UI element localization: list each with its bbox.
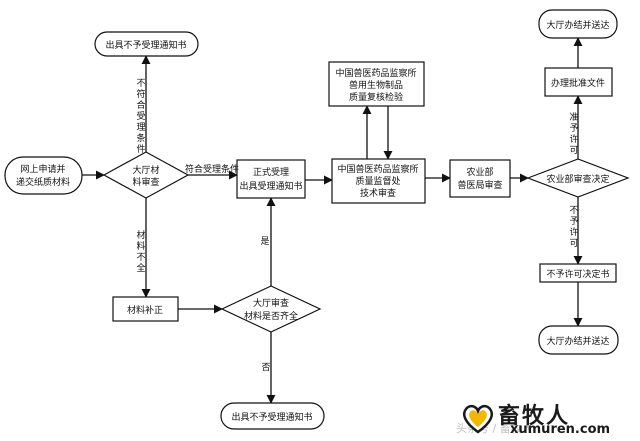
- node-tech-review-line-3: 技术审查: [360, 187, 396, 199]
- node-ministry-review-line-2: 兽医局审查: [457, 179, 502, 191]
- edge-label-approve-char: 准: [569, 112, 578, 123]
- node-online-apply: 网上申请并 递交纸质材料: [4, 156, 83, 195]
- edge-label-deny-char: 予: [569, 216, 578, 227]
- node-reject-notice-bottom-label: 出具不予受理通知书: [231, 411, 312, 423]
- node-deny-decision-label: 不予许可决定书: [546, 268, 609, 280]
- edge-label-not-meet-char: 理: [136, 122, 145, 133]
- edge-label-approve-char: 可: [569, 145, 578, 156]
- edge-label-deny-char: 许: [569, 226, 578, 238]
- edge-label-incomplete-char: 全: [136, 262, 145, 274]
- edge-label-not-meet-char: 符: [136, 88, 145, 100]
- edge-label-incomplete-char: 不: [136, 252, 145, 263]
- edge-label-meet: 符合受理条件: [185, 163, 239, 175]
- node-ministry-decision: 农业部审查决定: [526, 158, 630, 198]
- node-ministry-review: 农业部 兽医局审查: [449, 159, 511, 198]
- edge-label-deny: 不 予 许 可: [569, 205, 578, 249]
- node-materials-fix-label: 材料补正: [127, 304, 163, 316]
- heart-logo-icon: [462, 404, 494, 434]
- node-hall-deliver-bottom: 大厅办结并送达: [538, 325, 619, 355]
- node-approval-doc-label: 办理批准文件: [551, 77, 605, 89]
- node-complete-check-line-2: 材料是否齐全: [244, 310, 298, 322]
- node-quality-recheck: 中国兽医药品监察所 兽用生物制品 质量复核检验: [328, 61, 425, 107]
- node-tech-review-line-1: 中国兽医药品监察所: [337, 163, 418, 175]
- edge-label-deny-char: 可: [569, 238, 578, 249]
- watermark-logo-url: xumuren.com: [510, 422, 611, 437]
- node-ministry-decision-label: 农业部审查决定: [546, 173, 609, 185]
- node-hall-deliver-top-label: 大厅办结并送达: [546, 19, 609, 31]
- edge-label-approve-char: 予: [569, 123, 578, 134]
- node-materials-fix: 材料补正: [112, 296, 179, 322]
- node-quality-recheck-line-3: 质量复核检验: [349, 91, 403, 103]
- edge-label-not-meet-char: 条: [136, 132, 145, 144]
- node-complete-check-line-1: 大厅审查: [253, 297, 289, 309]
- edge-label-not-meet-char: 件: [136, 143, 145, 155]
- node-hall-deliver-top: 大厅办结并送达: [538, 9, 618, 39]
- edge-label-not-meet-char: 受: [136, 110, 145, 122]
- node-hall-deliver-bottom-label: 大厅办结并送达: [546, 335, 609, 347]
- node-ministry-review-line-1: 农业部: [466, 166, 493, 178]
- edge-label-not-meet-char: 合: [136, 99, 145, 111]
- edge-label-not-meet-char: 不: [136, 78, 145, 89]
- edge-label-no: 否: [261, 362, 270, 373]
- edge-label-yes: 是: [260, 236, 269, 247]
- node-hall-review: 大厅材 料审查: [102, 151, 190, 199]
- node-quality-recheck-line-2: 兽用生物制品: [349, 79, 403, 91]
- node-hall-review-line-1: 大厅材: [132, 164, 159, 176]
- node-online-apply-line-1: 网上申请并: [20, 163, 65, 175]
- edge-label-not-meet: 不 符 合 受 理 条 件: [136, 78, 145, 155]
- connectors: [82, 37, 583, 404]
- node-reject-notice-top: 出具不予受理通知书: [94, 31, 199, 57]
- node-tech-review: 中国兽医药品监察所 质量监督处 技术审查: [331, 158, 426, 204]
- edge-label-incomplete-char: 材: [136, 229, 145, 241]
- edge-label-incomplete-char: 料: [136, 240, 145, 252]
- node-approval-doc: 办理批准文件: [544, 67, 613, 97]
- node-tech-review-line-2: 质量监督处: [355, 175, 400, 187]
- watermark: 头条号 / 畜牧人 畜牧人 xumuren.com: [456, 398, 640, 441]
- watermark-logo-text: 畜牧人: [498, 403, 571, 429]
- node-deny-decision: 不予许可决定书: [539, 263, 617, 283]
- node-hall-review-line-2: 料审查: [132, 176, 159, 188]
- edge-label-incomplete: 材 料 不 全: [136, 229, 145, 274]
- edge-label-approve-char: 许: [569, 133, 578, 145]
- node-reject-notice-top-label: 出具不予受理通知书: [105, 39, 186, 51]
- node-formal-accept: 正式受理 出具受理通知书: [236, 159, 306, 199]
- edge-label-approve: 准 予 许 可: [569, 112, 578, 156]
- node-complete-check: 大厅审查 材料是否齐全: [220, 285, 322, 333]
- node-reject-notice-bottom: 出具不予受理通知书: [220, 402, 325, 430]
- node-formal-accept-line-1: 正式受理: [253, 166, 289, 178]
- edge-label-deny-char: 不: [569, 205, 578, 216]
- node-formal-accept-line-2: 出具受理通知书: [239, 180, 302, 192]
- node-online-apply-line-2: 递交纸质材料: [16, 176, 70, 188]
- node-quality-recheck-line-1: 中国兽医药品监察所: [335, 67, 416, 79]
